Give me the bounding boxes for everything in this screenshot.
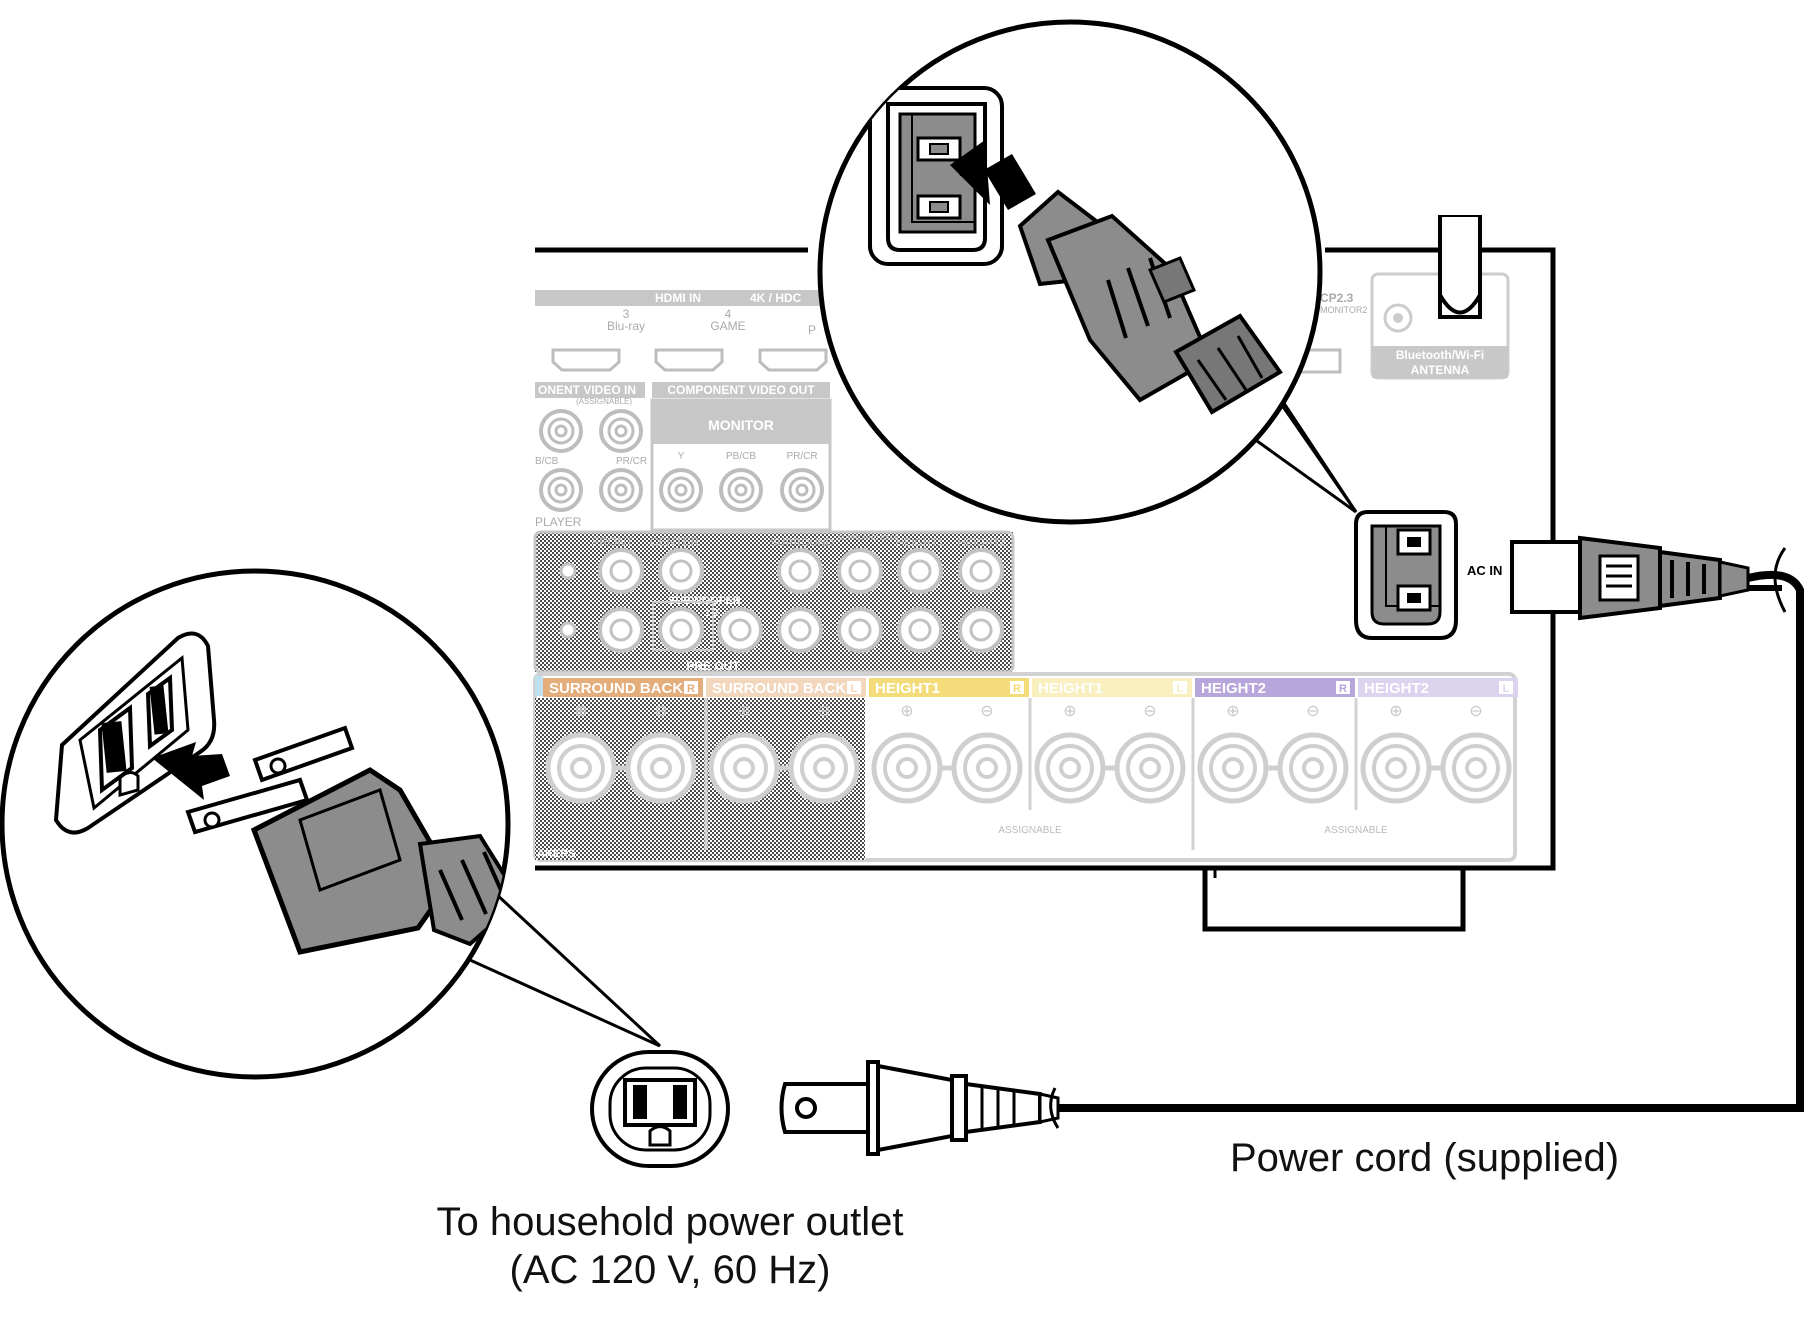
speaker-side-badge (1010, 681, 1024, 694)
wall-outlet (590, 1050, 730, 1168)
speaker-side-label: L (1503, 683, 1510, 695)
speaker-group-header (706, 678, 866, 697)
preout-center-label: CENTER (650, 535, 700, 549)
speaker-side-badge (1173, 681, 1187, 694)
assignable-label-1: ASSIGNABLE (998, 825, 1062, 836)
hdmi-in-4-number: 4 (725, 307, 732, 321)
pre-out-section: FRONT CENTER SURROUND SURROUND BACK HEIG… (533, 530, 1015, 674)
pr-label: PR/CR (786, 451, 817, 462)
minus-sign: ⊖ (1143, 703, 1156, 720)
speaker-group-name: HEIGHT1 (875, 680, 940, 697)
speaker-group-2: SURROUND BACK L ⊕ ⊖ (706, 678, 866, 804)
speaker-side-label: R (1339, 683, 1347, 695)
zoom-household-outlet (0, 568, 511, 1080)
comp-in-pr-label: PR/CR (616, 456, 647, 467)
speaker-group-6: HEIGHT2 L ⊕ ⊖ (1358, 678, 1518, 804)
household-plug (779, 1060, 1060, 1156)
hdmi-in-5-name: P (808, 323, 816, 337)
monitor-label: MONITOR (708, 417, 774, 433)
plus-sign: ⊕ (574, 703, 587, 720)
speaker-side-badge (847, 681, 861, 694)
outlet-caption-line1: To household power outlet (436, 1200, 904, 1244)
power-cord (779, 535, 1804, 1156)
zoom-ac-inlet (817, 19, 1323, 525)
hdmi-in-3-name: Blu-ray (607, 319, 645, 333)
hdmi-4k-label: 4K / HDC (750, 291, 802, 305)
minus-sign: ⊖ (817, 703, 830, 720)
speaker-side-badge (684, 681, 698, 694)
assignable-label-2: ASSIGNABLE (1324, 825, 1388, 836)
speaker-terminals-section: ASSIGNABLE ASSIGNABLE AKERS SURROUND BAC… (533, 672, 1518, 862)
preout-surround-back-label: SURROUND BACK (838, 535, 900, 542)
speaker-group-header (1032, 678, 1192, 697)
speaker-group-4: HEIGHT1 L ⊕ ⊖ (1032, 678, 1192, 804)
preout-height1-label: HEIGHT1 (896, 537, 944, 549)
minus-sign: ⊖ (1306, 703, 1319, 720)
plus-sign: ⊕ (737, 703, 750, 720)
speaker-group-5: HEIGHT2 R ⊕ ⊖ (1195, 678, 1355, 804)
speakers-label: AKERS (537, 848, 576, 860)
plus-sign: ⊕ (900, 703, 913, 720)
speaker-group-header (543, 678, 703, 697)
speaker-group-name: SURROUND BACK (712, 680, 846, 697)
speaker-group-header (1195, 678, 1355, 697)
speaker-side-badge (1499, 681, 1513, 694)
antenna-label-line1: Bluetooth/Wi-Fi (1396, 348, 1485, 362)
component-in-assignable-label: (ASSIGNABLE) (576, 397, 632, 406)
outlet-caption: To household power outlet (AC 120 V, 60 … (380, 1198, 960, 1294)
comp-in-pb-label: B/CB (535, 456, 559, 467)
monitor2-label: MONITOR2 (1320, 305, 1367, 315)
component-video-in-label: ONENT VIDEO IN (538, 383, 636, 397)
speaker-side-label: L (851, 683, 858, 695)
preout-height2-label: HEIGHT2 (958, 537, 1006, 549)
antenna-label-line2: ANTENNA (1411, 363, 1470, 377)
speaker-side-badge (1336, 681, 1350, 694)
hdmi-in-header-bar (535, 290, 820, 306)
speaker-group-name: HEIGHT2 (1364, 680, 1429, 697)
speaker-group-1: SURROUND BACK R ⊕ ⊖ (543, 678, 703, 804)
speaker-group-header (1358, 678, 1518, 697)
minus-sign: ⊖ (1469, 703, 1482, 720)
preout-surround-label: SURROUND (770, 537, 834, 549)
plus-sign: ⊕ (1389, 703, 1402, 720)
minus-sign: ⊖ (980, 703, 993, 720)
speaker-side-label: R (1013, 683, 1021, 695)
component-video-out-label: COMPONENT VIDEO OUT (667, 383, 815, 397)
antenna-block: Bluetooth/Wi-Fi ANTENNA (1370, 215, 1510, 380)
power-cord-caption: Power cord (supplied) (1230, 1136, 1620, 1180)
pre-out-label: PRE OUT (686, 659, 740, 673)
speaker-side-label: L (1177, 683, 1184, 695)
hdmi-in-label: HDMI IN (655, 291, 701, 305)
speaker-group-name: HEIGHT1 (1038, 680, 1103, 697)
ac-in-inlet: AC IN (1354, 510, 1502, 640)
speaker-group-3: HEIGHT1 R ⊕ ⊖ (869, 678, 1029, 804)
receiver-rear-panel: HDMI IN 4K / HDC 3 Blu-ray 4 GAME P CP2.… (533, 215, 1556, 932)
hdmi-in-3-number: 3 (623, 307, 630, 321)
speaker-group-name: HEIGHT2 (1201, 680, 1266, 697)
ac-in-label: AC IN (1467, 563, 1502, 578)
rca-jacks-component (539, 409, 824, 512)
y-label: Y (678, 451, 685, 462)
iec-connector (1510, 535, 1750, 621)
speaker-groups: SURROUND BACK R ⊕ ⊖ SURROUND BACK L ⊕ ⊖ HEIGHT1 R… (543, 678, 1518, 804)
player-label: PLAYER (535, 515, 582, 529)
hdmi-in-4-name: GAME (710, 319, 745, 333)
minus-sign: ⊖ (654, 703, 667, 720)
plus-sign: ⊕ (1063, 703, 1076, 720)
plus-sign: ⊕ (1226, 703, 1239, 720)
pb-label: PB/CB (726, 451, 756, 462)
preout-front-label: FRONT (592, 535, 634, 549)
speaker-side-label: R (687, 683, 695, 695)
outlet-caption-line2: (AC 120 V, 60 Hz) (509, 1248, 831, 1292)
speaker-group-name: SURROUND BACK (549, 680, 683, 697)
hdcp-label: CP2.3 (1320, 291, 1354, 305)
callout-lines (469, 369, 1358, 1048)
speaker-group-header (869, 678, 1029, 697)
